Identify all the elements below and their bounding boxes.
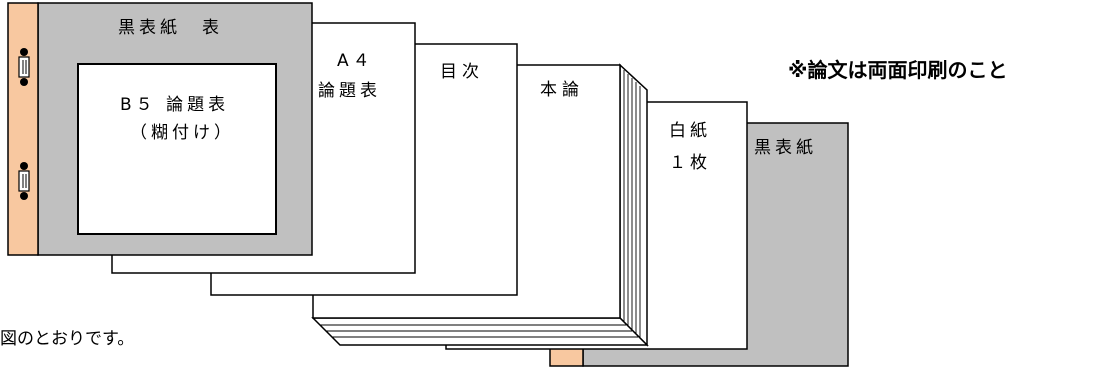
binder-clip-icon (18, 162, 30, 200)
front-cover-label: 黒表紙 表 (118, 18, 223, 38)
a4-title-label-line2: 論題表 (318, 81, 381, 101)
double-sided-print-note: ※論文は両面印刷のこと (788, 58, 1008, 82)
diagram-caption: 図のとおりです。 (0, 329, 135, 349)
a4-title-label-line1: A４ (337, 51, 374, 71)
front-cover-sheet (7, 2, 313, 256)
toc-label: 目次 (440, 62, 484, 82)
back-cover-spine (549, 347, 584, 367)
b5-title-rect (77, 63, 277, 235)
binder-clip-icon (18, 48, 30, 86)
main-body-bottom (311, 317, 649, 346)
main-body-label: 本論 (540, 80, 584, 100)
b5-title-label: B５ 論題表 (120, 95, 230, 115)
main-body-page-lines (320, 70, 641, 338)
b5-title-sublabel: （糊付け） (130, 123, 235, 143)
front-cover-spine (7, 2, 39, 256)
back-cover-label: 黒表紙 (754, 138, 817, 158)
blank-sheet-label-line1: 白紙 (669, 121, 711, 141)
blank-sheet-label-line2: １枚 (669, 153, 711, 173)
